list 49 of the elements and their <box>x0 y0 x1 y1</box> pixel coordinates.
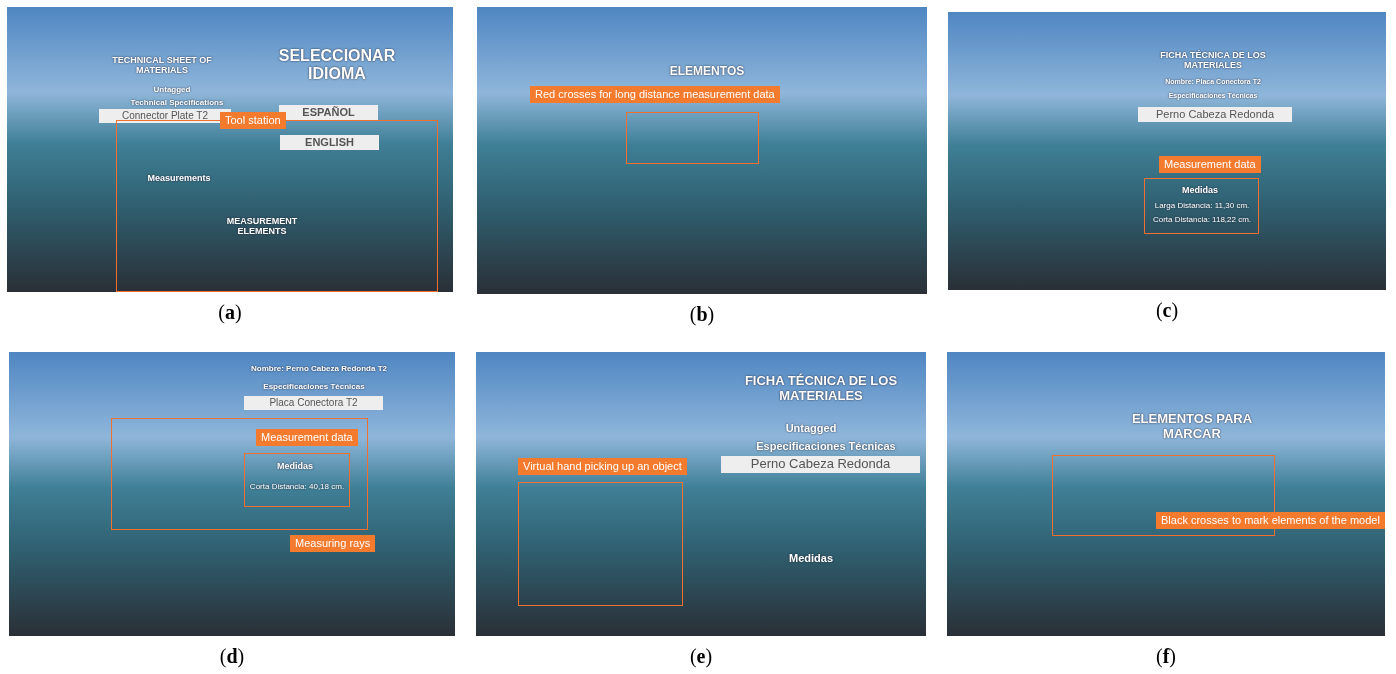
scene-text: ELEMENTOS <box>668 65 746 79</box>
scene-text: Medidas <box>1181 185 1219 196</box>
highlight-frame <box>244 453 350 507</box>
dropdown-field: Perno Cabeza Redonda <box>1138 107 1292 122</box>
callout-label: Measuring rays <box>290 535 376 553</box>
callout-label: Measurement data <box>1159 156 1261 174</box>
scene-text: MEASUREMENT ELEMENTS <box>225 216 299 237</box>
vr-screenshot <box>9 352 455 636</box>
scene-text: SELECCIONAR IDIOMA <box>277 47 397 84</box>
vr-screenshot <box>948 12 1386 290</box>
panel-label: (b) <box>689 302 715 326</box>
scene-text: FICHA TÉCNICA DE LOS MATERIALES <box>743 374 899 404</box>
scene-text: Technical Specifications <box>129 98 225 108</box>
highlight-frame <box>626 112 759 164</box>
panel-label: (d) <box>219 644 245 668</box>
highlight-frame <box>518 482 683 606</box>
panel-label: (f) <box>1156 644 1176 668</box>
panel-label: (a) <box>218 300 242 324</box>
panel-label: (c) <box>1155 298 1179 322</box>
callout-label: Measurement data <box>256 429 358 447</box>
scene-text: FICHA TÉCNICA DE LOS MATERIALES <box>1159 50 1267 71</box>
vr-screenshot <box>7 7 453 292</box>
panel-label: (e) <box>689 644 713 668</box>
highlight-frame <box>1144 178 1259 234</box>
dropdown-field: ESPAÑOL <box>279 105 378 120</box>
dropdown-field: Placa Conectora T2 <box>244 396 383 410</box>
vr-screenshot <box>476 352 926 636</box>
scene-text: Larga Distancia: 11,30 cm. <box>1153 201 1251 211</box>
dropdown-field: Perno Cabeza Redonda <box>721 456 920 473</box>
scene-text: TECHNICAL SHEET OF MATERIALS <box>111 55 213 76</box>
callout-label: Red crosses for long distance measurement data <box>530 86 780 104</box>
vr-screenshot <box>947 352 1385 636</box>
dropdown-field: ENGLISH <box>280 135 379 150</box>
callout-label: Virtual hand picking up an object <box>518 458 687 476</box>
scene-text: ELEMENTOS PARA MARCAR <box>1130 412 1254 442</box>
callout-label: Black crosses to mark elements of the model <box>1156 512 1385 530</box>
scene-text: Untagged <box>152 85 192 95</box>
scene-text: Especificaciones Técnicas <box>262 382 366 392</box>
scene-text: Corta Distancia: 118,22 cm. <box>1151 215 1253 225</box>
scene-text: Medidas <box>276 461 314 472</box>
scene-text: Untagged <box>784 422 838 435</box>
callout-label: Tool station <box>220 112 286 130</box>
scene-text: Corta Distancia: 40,18 cm. <box>248 482 346 492</box>
scene-text: Medidas <box>788 552 834 565</box>
vr-screenshot <box>477 7 927 294</box>
scene-text: Measurements <box>146 173 212 184</box>
scene-text: Especificaciones Técnicas <box>755 440 897 453</box>
scene-text: Nombre: Perno Cabeza Redonda T2 <box>250 364 388 374</box>
highlight-frame <box>111 418 368 530</box>
